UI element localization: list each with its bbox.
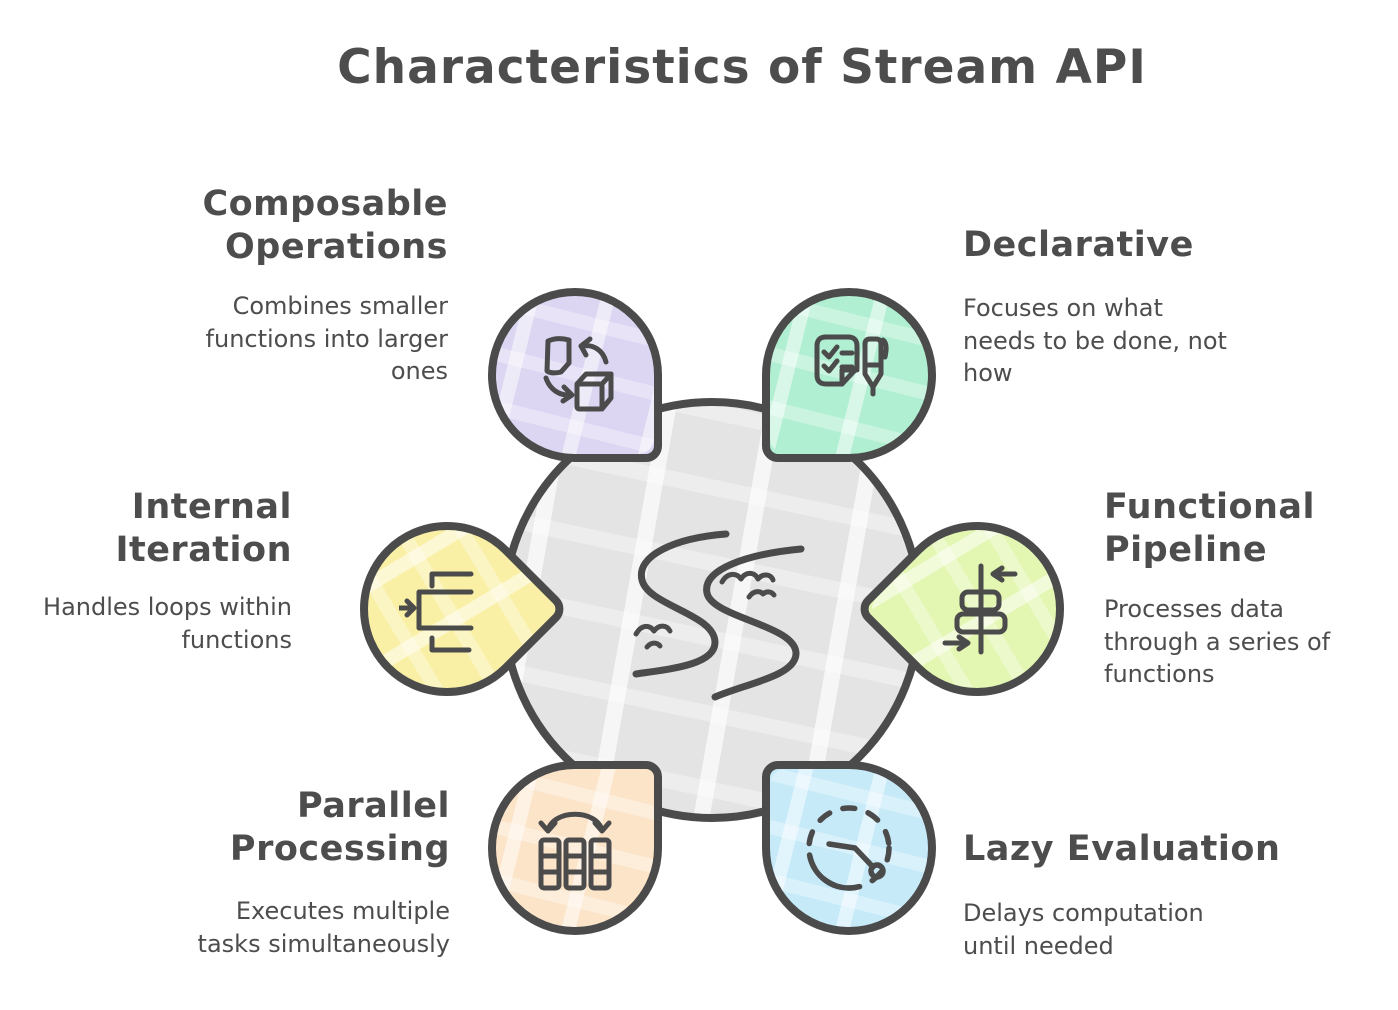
- lazy-clock-icon: [806, 805, 892, 891]
- winding-stream-icon: [632, 530, 805, 701]
- arrow-into-brackets-icon: [399, 571, 474, 653]
- node-parallel-processing: [488, 761, 662, 935]
- heading-lazy-evaluation: Lazy Evaluation: [963, 829, 1281, 869]
- center-stream-circle: [500, 398, 924, 822]
- description-parallel-processing: Executes multiple tasks simultaneously: [197, 897, 450, 958]
- document-to-cube-cycle-icon: [543, 336, 614, 412]
- pipeline-compress-icon: [942, 563, 1018, 655]
- description-lazy-evaluation: Delays computation until needed: [963, 899, 1204, 960]
- heading-composable-operations: Composable Operations: [202, 184, 448, 267]
- parallel-columns-icon: [538, 811, 612, 891]
- bubble-shape: [488, 761, 662, 935]
- node-internal-iteration: [323, 485, 571, 733]
- heading-declarative: Declarative: [963, 225, 1194, 265]
- node-composable-operations: [488, 288, 662, 462]
- description-composable-operations: Combines smaller functions into larger o…: [205, 292, 448, 386]
- description-internal-iteration: Handles loops within functions: [43, 593, 292, 654]
- heading-parallel-processing: Parallel Processing: [229, 786, 450, 869]
- checklist-pen-icon: [814, 334, 889, 397]
- description-declarative: Focuses on what needs to be done, not ho…: [963, 294, 1227, 388]
- heading-functional-pipeline: Functional Pipeline: [1104, 487, 1316, 570]
- node-lazy-evaluation: [762, 761, 936, 935]
- description-functional-pipeline: Processes data through a series of funct…: [1104, 595, 1331, 689]
- node-declarative: [762, 288, 936, 462]
- node-functional-pipeline: [853, 485, 1101, 733]
- bubble-shape: [488, 288, 662, 462]
- heading-internal-iteration: Internal Iteration: [115, 487, 292, 570]
- page-title: Characteristics of Stream API: [337, 40, 1147, 95]
